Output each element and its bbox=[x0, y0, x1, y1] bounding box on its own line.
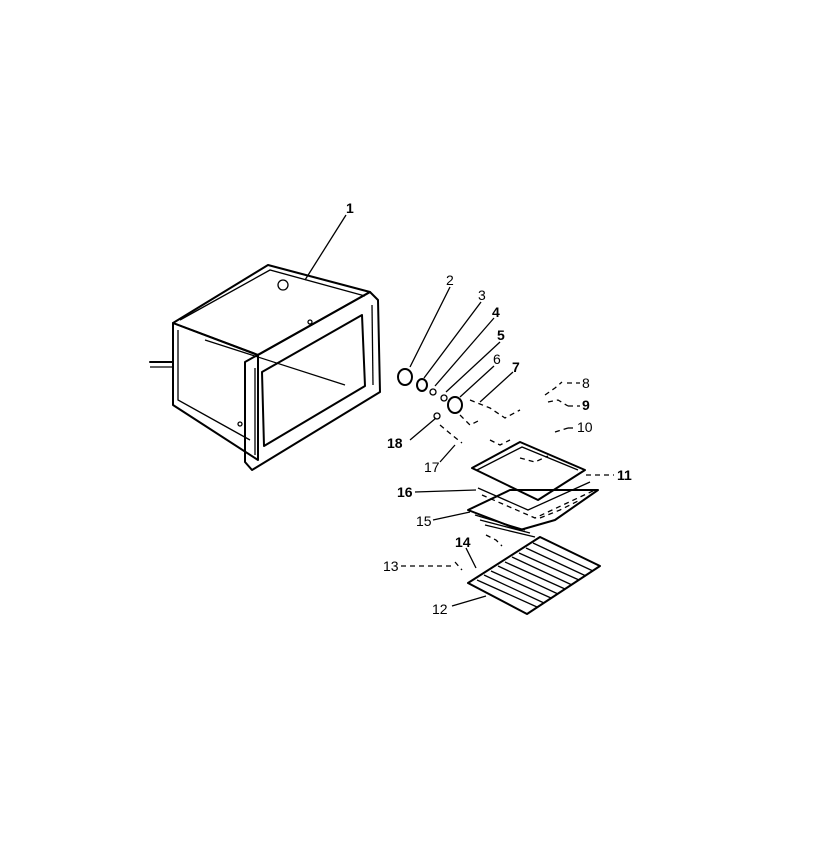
part-3-ring bbox=[416, 378, 428, 392]
callout-1: 1 bbox=[346, 200, 354, 216]
callout-17: 17 bbox=[424, 459, 440, 475]
part-15-tray bbox=[467, 489, 599, 538]
callout-14: 14 bbox=[455, 534, 471, 550]
callout-8: 8 bbox=[582, 375, 590, 391]
callout-7: 7 bbox=[512, 359, 520, 375]
part-18-screw bbox=[433, 412, 441, 420]
part-10-screw bbox=[554, 427, 569, 433]
part-8-clip bbox=[544, 381, 563, 396]
part-16-element bbox=[477, 481, 596, 519]
part-17-bracket bbox=[439, 424, 463, 444]
part-7-bracket bbox=[469, 399, 521, 419]
callout-18: 18 bbox=[387, 435, 403, 451]
callout-5: 5 bbox=[497, 327, 505, 343]
part-4-clip bbox=[429, 388, 437, 396]
callout-10: 10 bbox=[577, 419, 593, 435]
callout-4: 4 bbox=[492, 304, 500, 320]
part-12-rack bbox=[467, 536, 601, 615]
part-13-clip bbox=[454, 561, 463, 571]
callout-12: 12 bbox=[432, 601, 448, 617]
callout-16: 16 bbox=[397, 484, 413, 500]
callout-2: 2 bbox=[446, 272, 454, 288]
callout-3: 3 bbox=[478, 287, 486, 303]
hardware-parts bbox=[397, 368, 569, 446]
leader-lines bbox=[304, 214, 614, 607]
callout-13: 13 bbox=[383, 558, 399, 574]
oven-cavity-part bbox=[149, 264, 381, 471]
part-2-ring bbox=[397, 368, 413, 386]
callout-15: 15 bbox=[416, 513, 432, 529]
callout-6: 6 bbox=[493, 351, 501, 367]
callout-9: 9 bbox=[582, 397, 590, 413]
part-6-ring bbox=[447, 396, 463, 414]
callout-11: 11 bbox=[617, 467, 632, 483]
part-14-clip bbox=[485, 534, 503, 547]
part-5-clip bbox=[440, 394, 448, 402]
part-9-clip bbox=[547, 399, 569, 407]
callout-labels: 1 2 3 4 5 6 7 8 9 10 11 12 13 14 15 16 1… bbox=[346, 200, 632, 617]
